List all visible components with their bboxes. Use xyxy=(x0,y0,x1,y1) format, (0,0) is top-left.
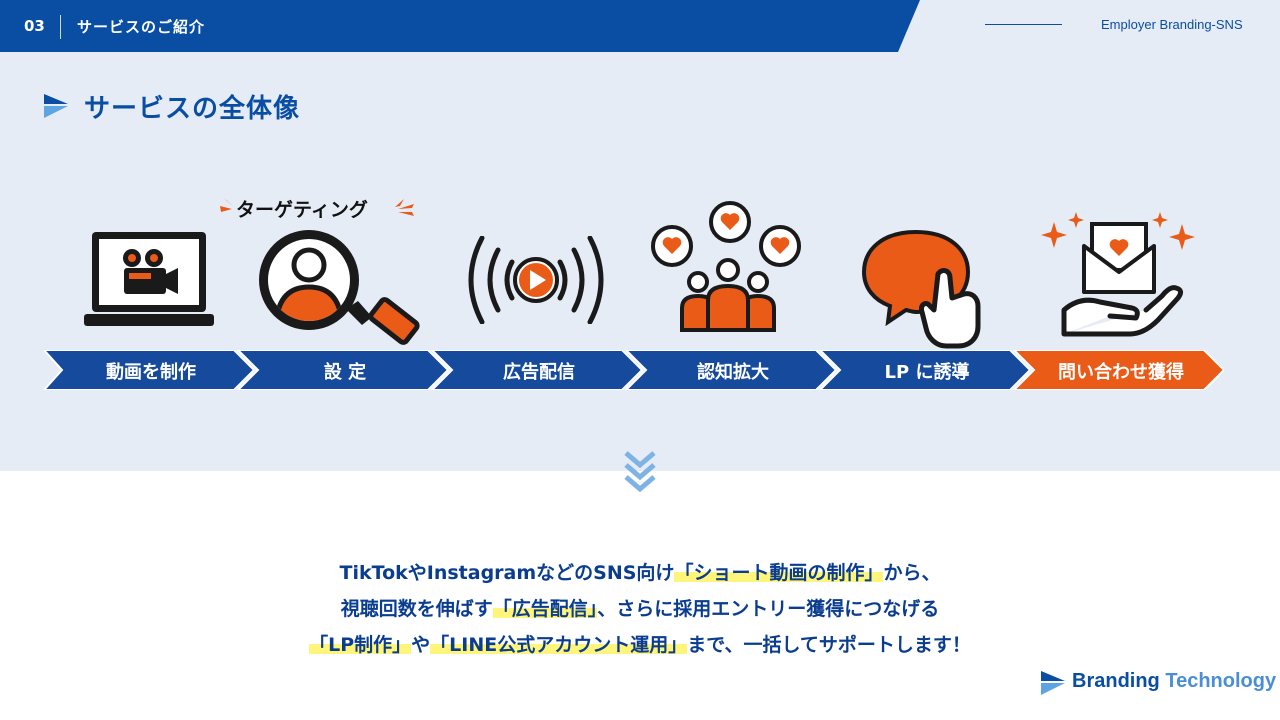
people-hearts-icon xyxy=(651,201,801,332)
highlight: 「LP制作」 xyxy=(309,634,412,656)
envelope-hand-icon xyxy=(1041,212,1195,337)
page-number: 03 xyxy=(24,17,45,35)
description-line-2: 視聴回数を伸ばす「広告配信」、さらに採用エントリー獲得につなげる xyxy=(340,598,940,620)
process-steps: 動画を制作 設 定 広告配信 認知拡大 LP に誘導 問い合わせ獲得 xyxy=(44,350,1224,390)
double-chevron-down-icon xyxy=(624,451,656,493)
step-arrow xyxy=(1012,350,1224,390)
step-label: 動画を制作 xyxy=(106,362,196,383)
speech-hand-icon xyxy=(862,229,981,349)
section-title: サービスの全体像 xyxy=(84,94,301,124)
header-divider xyxy=(60,15,61,39)
header-bar xyxy=(0,0,920,52)
step-arrow xyxy=(44,350,256,390)
targeting-label: ターゲティング xyxy=(236,199,368,221)
step-arrow xyxy=(818,350,1032,390)
step-label: 広告配信 xyxy=(503,362,575,383)
header-title: サービスのご紹介 xyxy=(77,18,206,36)
brand-flag-icon xyxy=(1041,671,1065,695)
step-arrow xyxy=(236,350,450,390)
step-label: LP に誘導 xyxy=(884,362,970,383)
step-label: 問い合わせ獲得 xyxy=(1058,362,1184,383)
header-right-label: Employer Branding-SNS xyxy=(1101,17,1243,32)
step-label: 設 定 xyxy=(323,362,367,383)
highlight: 「LINE公式アカウント運用」 xyxy=(430,634,688,656)
step-label: 認知拡大 xyxy=(697,362,769,383)
brand-name: Branding Technology xyxy=(1072,670,1277,692)
top-band xyxy=(0,0,1280,471)
magnifier-person-icon xyxy=(259,230,420,345)
highlight: 「広告配信」 xyxy=(492,598,598,620)
highlight: 「ショート動画の制作」 xyxy=(674,562,884,584)
laptop-video-icon xyxy=(84,232,214,326)
step-arrow xyxy=(624,350,838,390)
description: TikTokやInstagramなどのSNS向け「ショート動画の制作」から、 視… xyxy=(0,555,1280,663)
header-rule xyxy=(985,24,1062,25)
targeting-burst-icon xyxy=(220,198,414,216)
brand-logo: Branding Technology xyxy=(1040,668,1276,696)
section-flag-icon xyxy=(44,94,68,118)
process-arrows xyxy=(44,350,1224,390)
description-line-1: TikTokやInstagramなどのSNS向け「ショート動画の制作」から、 xyxy=(339,562,941,584)
broadcast-play-icon xyxy=(468,236,604,324)
description-line-3: 「LP制作」や「LINE公式アカウント運用」まで、一括してサポートします！ xyxy=(309,634,971,656)
step-arrow xyxy=(430,350,644,390)
